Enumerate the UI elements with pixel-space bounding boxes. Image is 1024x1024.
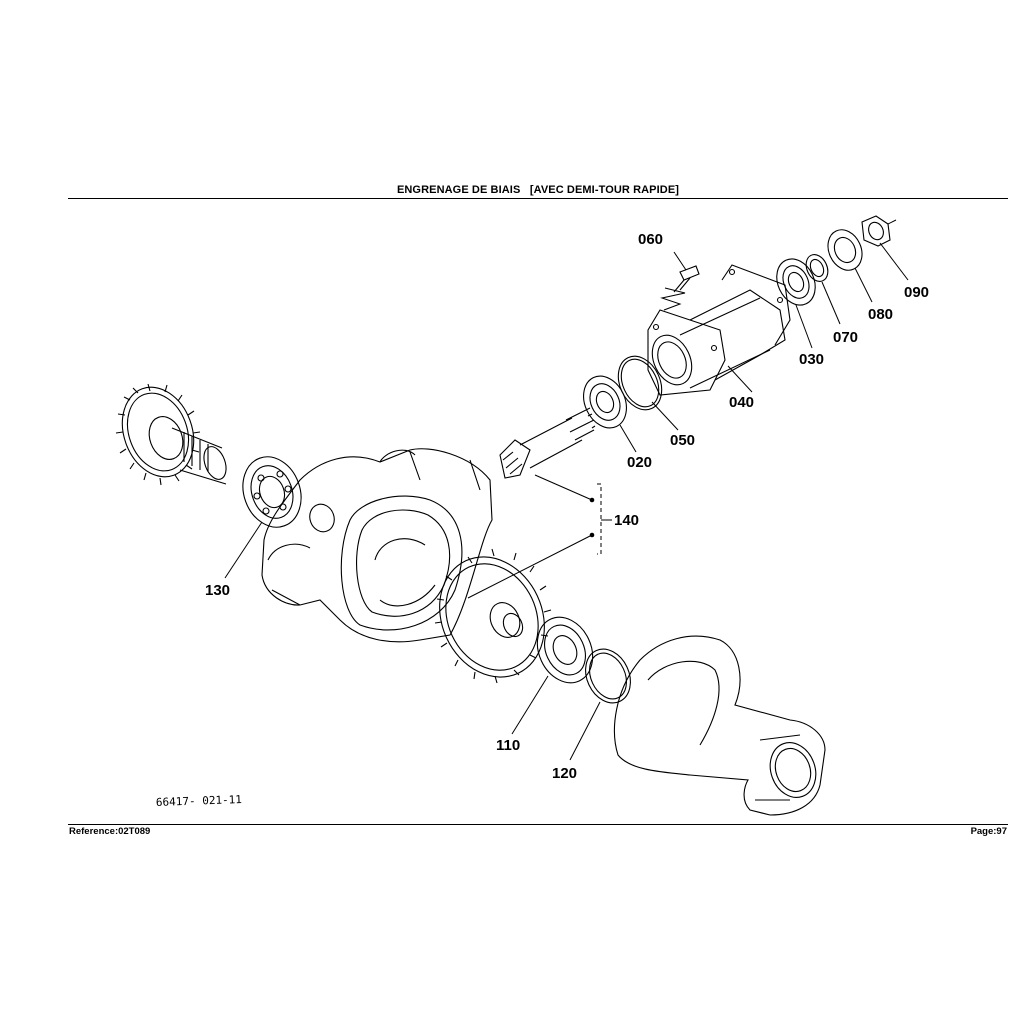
- part-120-shim-ring[interactable]: [577, 642, 639, 711]
- gear-teeth: [115, 383, 201, 486]
- page-title: ENGRENAGE DE BIAIS [AVEC DEMI-TOUR RAPID…: [396, 184, 680, 196]
- part-140-crown-wheel[interactable]: [420, 540, 563, 695]
- callout-040: 040: [729, 394, 754, 411]
- part-080-washer[interactable]: [822, 224, 869, 276]
- part-130-spur-gear-shaft[interactable]: [110, 377, 310, 535]
- callout-090: 090: [904, 284, 929, 301]
- part-090-nut[interactable]: [861, 215, 897, 247]
- part-040-bearing-sleeve[interactable]: [645, 264, 791, 396]
- drawing-number: 66417- 021-11: [156, 793, 242, 809]
- callout-060: 060: [638, 231, 663, 248]
- callout-030: 030: [799, 351, 824, 368]
- splined-shaft: [171, 427, 227, 485]
- part-070-collar[interactable]: [802, 251, 832, 285]
- leader-lines: [224, 242, 909, 761]
- part-030-bearing[interactable]: [770, 253, 823, 312]
- callout-070: 070: [833, 329, 858, 346]
- header-divider: [68, 198, 1008, 199]
- part-110-bearing[interactable]: [527, 608, 603, 692]
- callout-120: 120: [552, 765, 577, 782]
- callout-050: 050: [670, 432, 695, 449]
- bearing-130: [242, 456, 302, 528]
- callout-140: 140: [614, 512, 639, 529]
- part-050-o-ring[interactable]: [610, 349, 670, 417]
- callout-130: 130: [205, 582, 230, 599]
- gearbox-housing[interactable]: [261, 448, 493, 643]
- callout-110: 110: [496, 737, 520, 754]
- page-number: Page:97: [970, 826, 1007, 837]
- axle-cover-housing[interactable]: [613, 635, 826, 816]
- part-140-bevel-pinion[interactable]: [499, 407, 596, 479]
- part-060-bolt[interactable]: [660, 265, 700, 311]
- callout-020: 020: [627, 454, 652, 471]
- reference-label: Reference:02T089: [69, 826, 151, 837]
- callout-080: 080: [868, 306, 893, 323]
- footer-divider: [68, 824, 1008, 825]
